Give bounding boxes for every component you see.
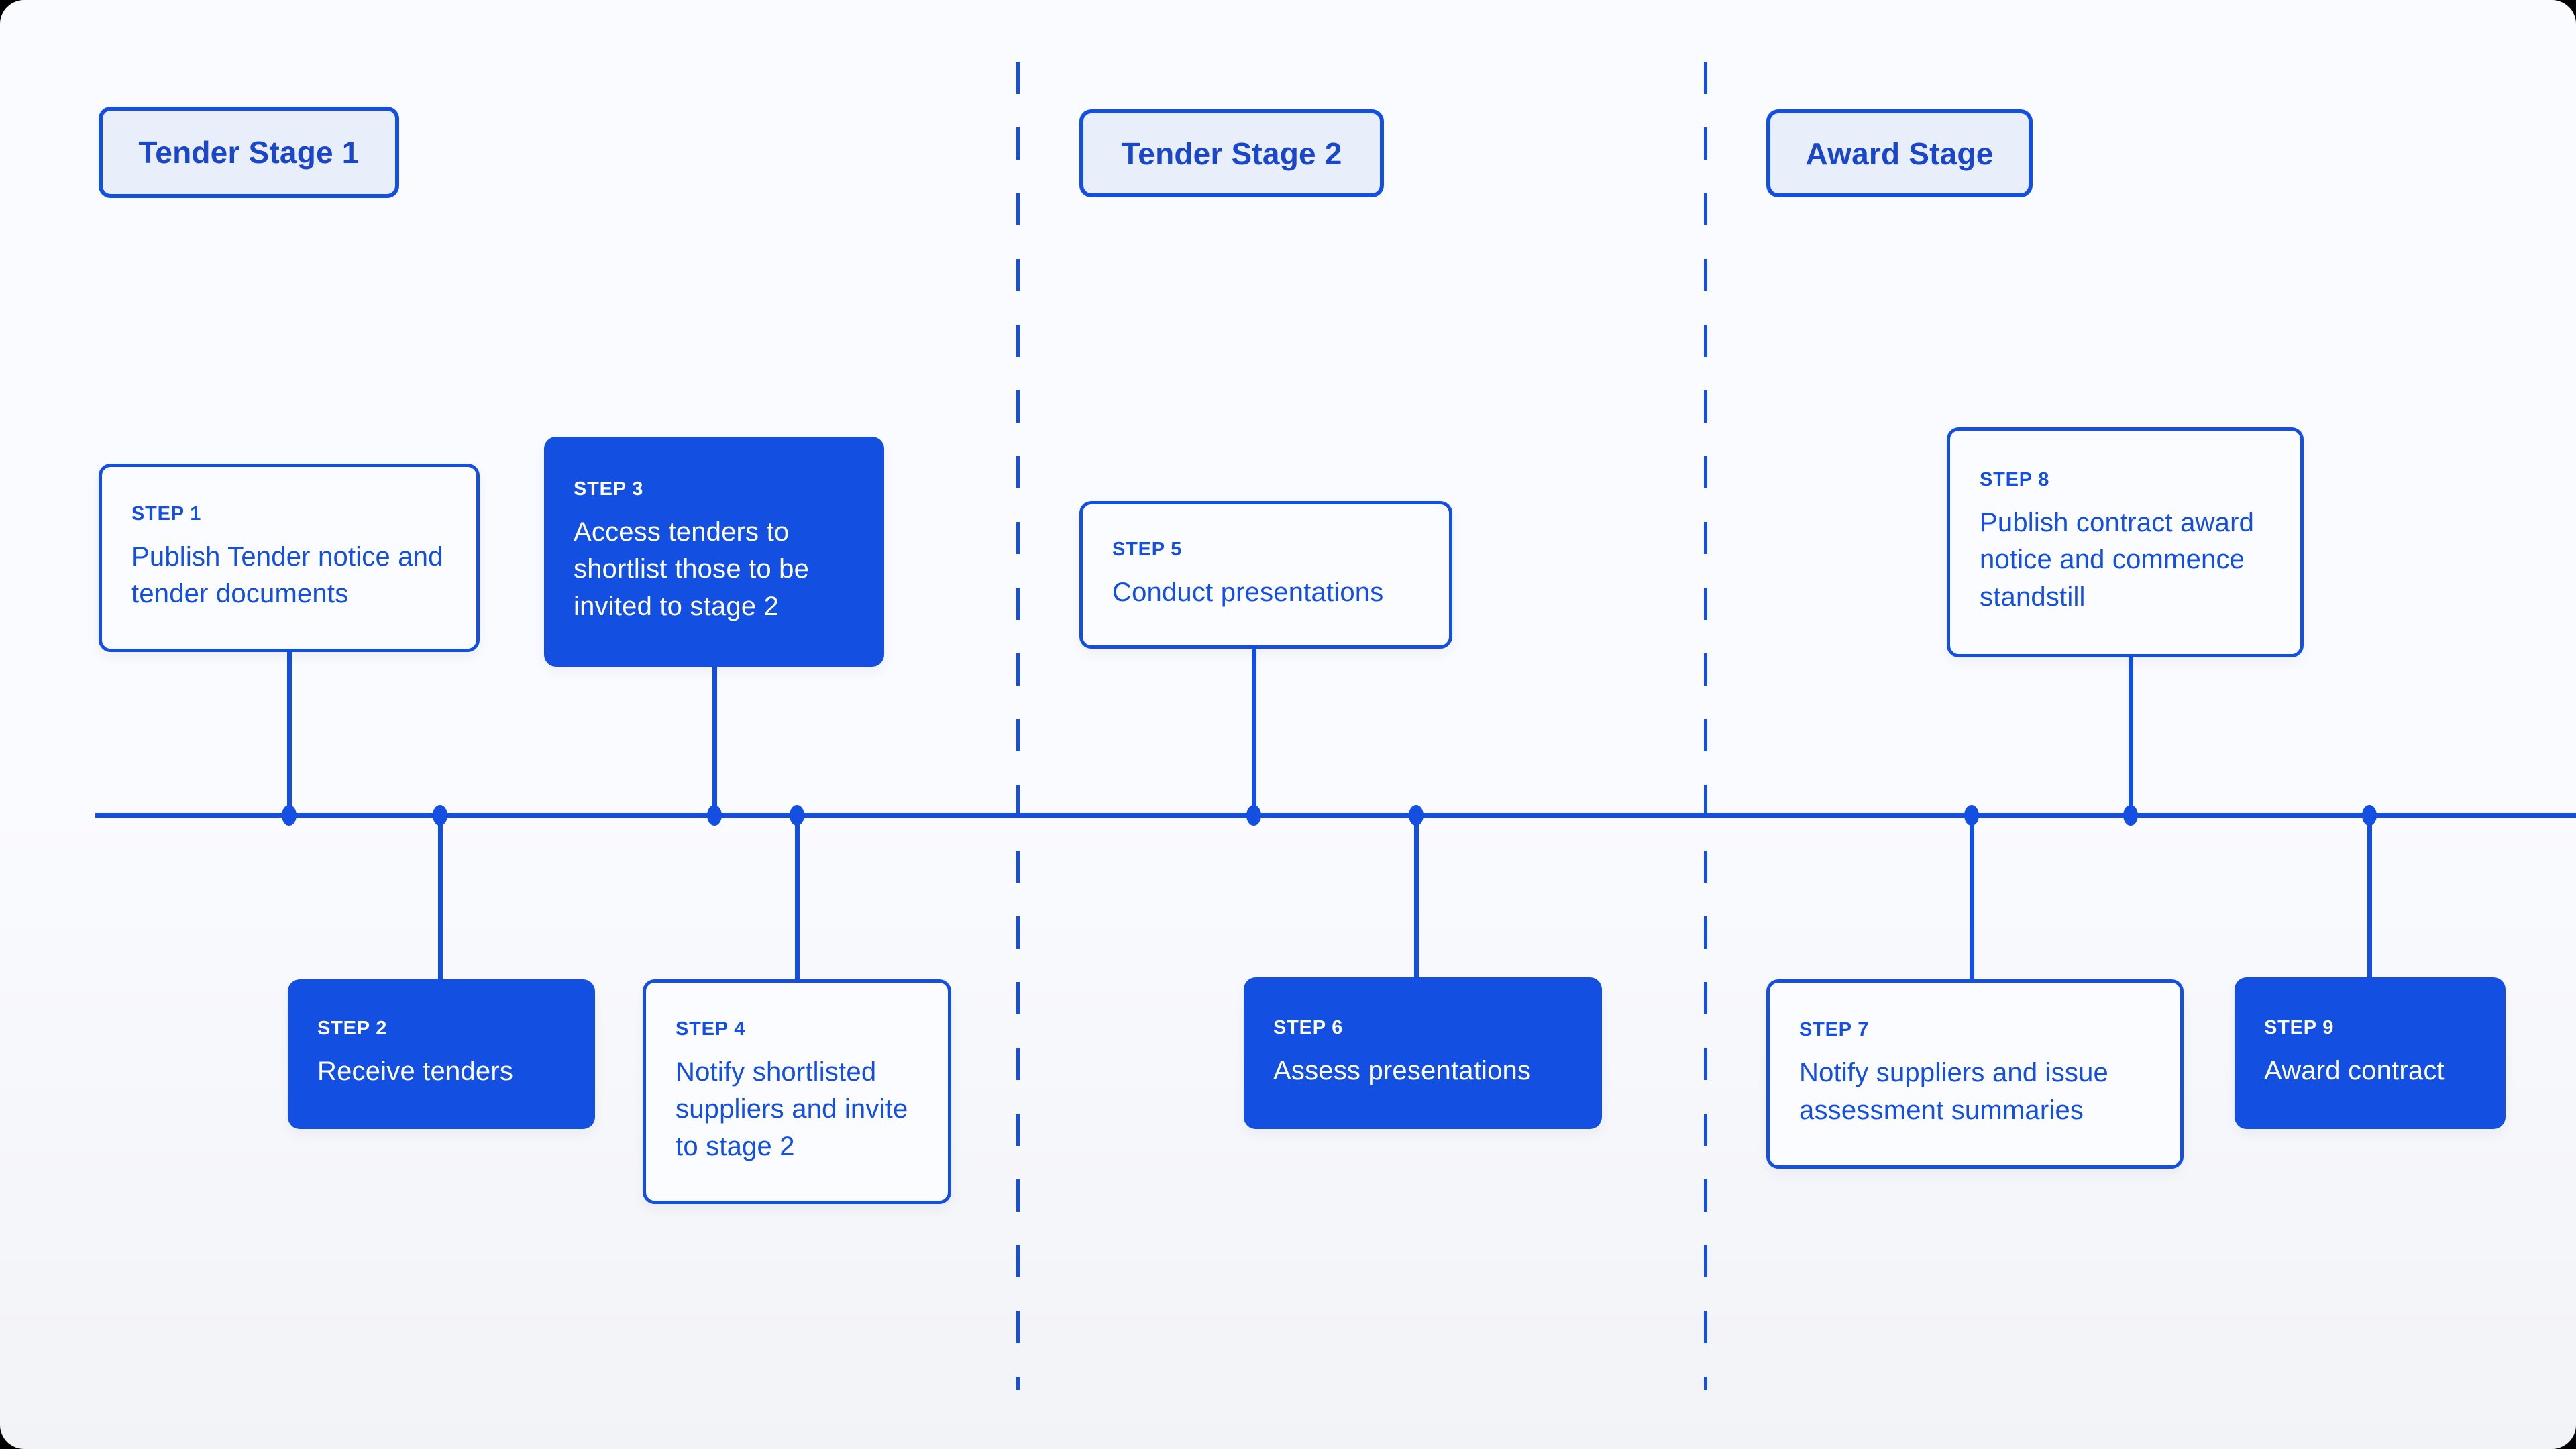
connector-step-9 [2367,814,2372,981]
step-title: Publish contract award notice and commen… [1980,508,2255,612]
connector-step-7 [1970,814,1974,983]
timeline-dot-step-3 [707,805,722,826]
timeline-dot-step-9 [2362,805,2377,826]
step-label: STEP 8 [1980,469,2050,491]
step-title: Assess presentations [1273,1055,1532,1085]
step-title: Access tenders to shortlist those to be … [574,517,810,621]
timeline-dot-step-4 [790,805,804,826]
step-label: STEP 9 [2264,1016,2334,1038]
step-card-7: STEP 7 Notify suppliers and issue assess… [1766,979,2184,1169]
step-title: Publish Tender notice and tender documen… [131,541,443,608]
step-card-6: STEP 6 Assess presentations [1244,977,1602,1129]
step-card-3: STEP 3 Access tenders to shortlist those… [544,437,884,667]
stage-divider-2 [1704,62,1707,1390]
step-card-9: STEP 9 Award contract [2235,977,2506,1129]
step-title: Notify suppliers and issue assessment su… [1799,1058,2108,1125]
stage-header-label: Award Stage [1805,136,1994,171]
timeline-dot-step-7 [1964,805,1979,826]
stage-header-tender-stage-1: Tender Stage 1 [99,107,399,198]
timeline-line [95,813,2576,818]
connector-step-6 [1414,814,1419,981]
step-title: Conduct presentations [1112,577,1384,607]
step-title: Receive tenders [317,1057,514,1087]
connector-step-3 [712,664,717,816]
timeline-dot-step-8 [2123,805,2138,826]
step-title: Notify shortlisted suppliers and invite … [676,1057,908,1161]
timeline-dot-step-1 [282,805,297,826]
step-card-5: STEP 5 Conduct presentations [1079,501,1452,649]
stage-header-award-stage: Award Stage [1766,109,2033,197]
stage-header-label: Tender Stage 1 [138,135,360,170]
step-card-1: STEP 1 Publish Tender notice and tender … [99,464,480,652]
connector-step-5 [1252,646,1256,816]
timeline-dot-step-2 [433,805,447,826]
connector-step-8 [2129,655,2133,816]
step-label: STEP 3 [574,478,644,500]
connector-step-2 [438,814,443,983]
stage-header-label: Tender Stage 2 [1121,136,1342,171]
step-title: Award contract [2264,1055,2445,1085]
connector-step-1 [287,649,292,816]
step-label: STEP 5 [1112,538,1183,560]
step-card-2: STEP 2 Receive tenders [288,979,595,1129]
step-label: STEP 7 [1799,1019,1870,1041]
connector-step-4 [795,814,800,983]
timeline-dot-step-5 [1246,805,1261,826]
timeline-dot-step-6 [1409,805,1424,826]
step-label: STEP 1 [131,502,202,525]
step-label: STEP 4 [676,1018,746,1040]
step-label: STEP 6 [1273,1016,1344,1038]
step-label: STEP 2 [317,1018,388,1040]
stage-divider-1 [1016,62,1020,1390]
stage-header-tender-stage-2: Tender Stage 2 [1079,109,1384,197]
step-card-4: STEP 4 Notify shortlisted suppliers and … [643,979,951,1204]
step-card-8: STEP 8 Publish contract award notice and… [1947,427,2304,657]
